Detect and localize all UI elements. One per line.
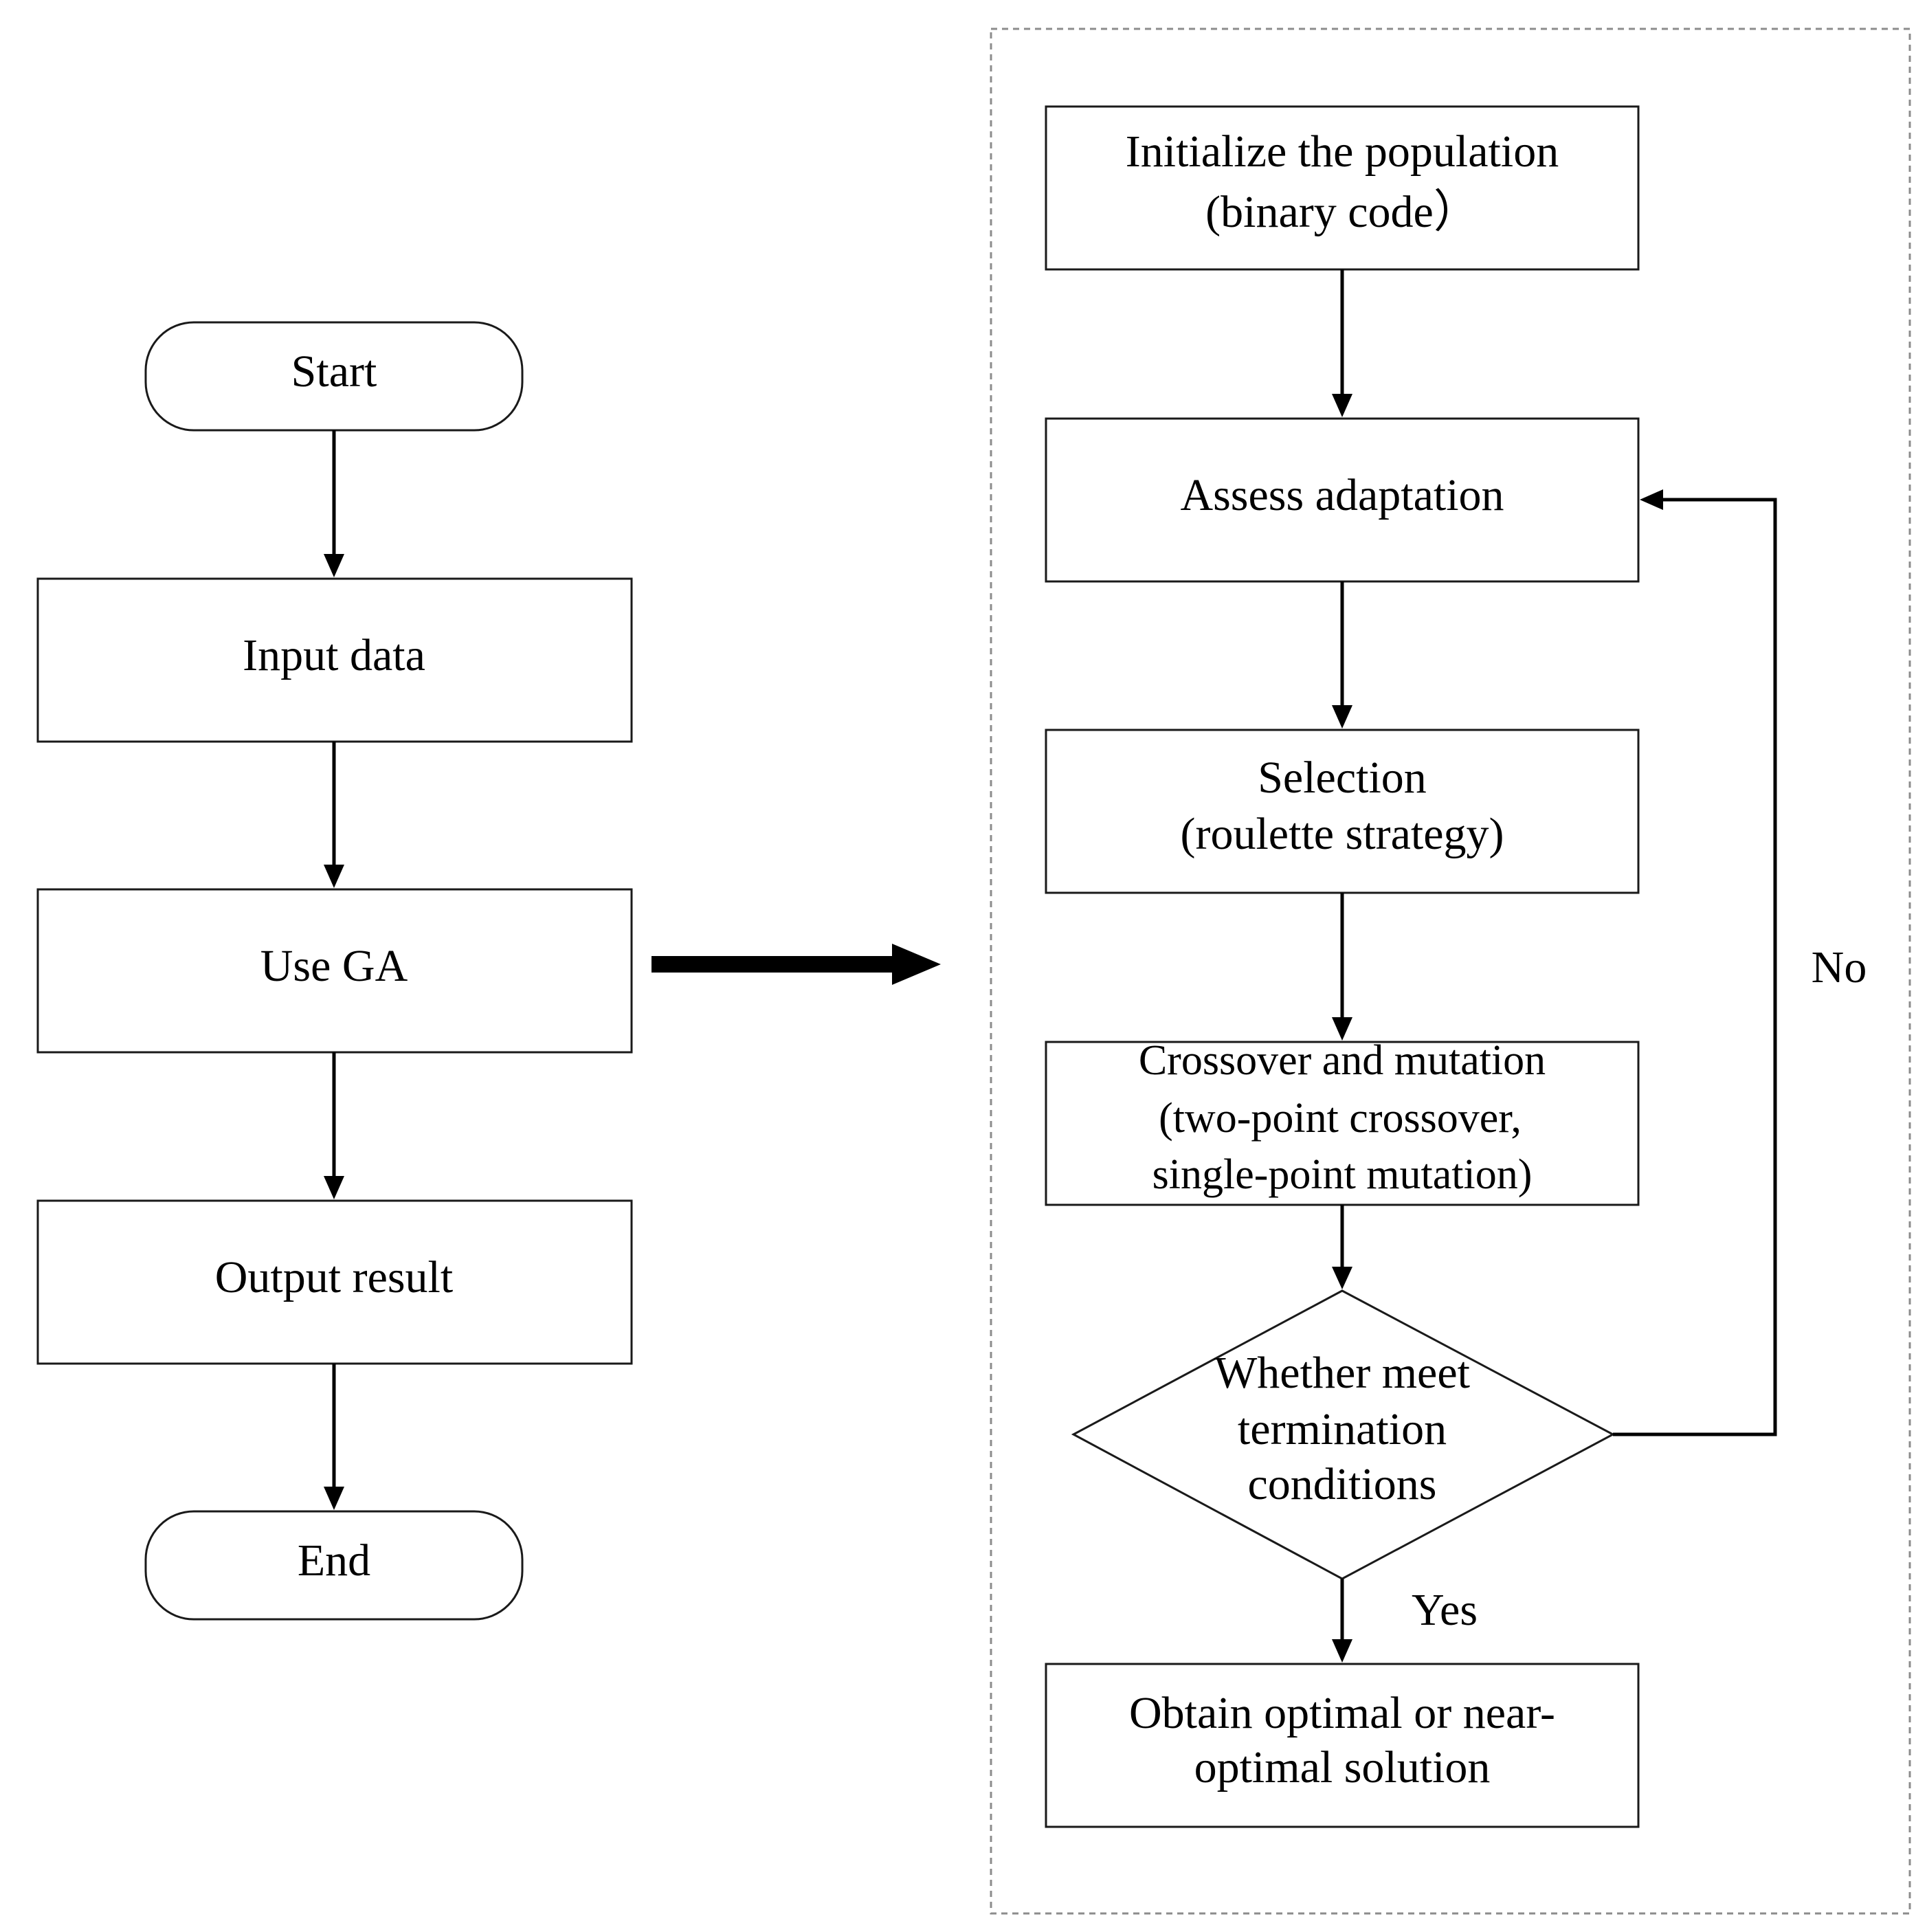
dashed-panel-border <box>990 27 1911 1915</box>
no-loop-connector <box>1613 498 1777 1436</box>
crossover-sublabel-2: single-point mutation) <box>1152 1151 1533 1198</box>
initialize-sublabel: (binary code） <box>1205 187 1479 237</box>
start-label: Start <box>291 346 377 397</box>
initialize-box <box>1045 105 1640 271</box>
decision-label-line2: termination <box>1238 1404 1447 1454</box>
output-result-label: Output result <box>215 1252 453 1302</box>
arrowhead <box>324 1487 344 1510</box>
arrowhead <box>324 554 344 577</box>
arrowhead <box>1332 1017 1352 1041</box>
result-label-line1: Obtain optimal or near- <box>1129 1688 1555 1738</box>
crossover-label: Crossover and mutation <box>1139 1037 1546 1084</box>
yes-label: Yes <box>1412 1585 1478 1635</box>
arrowhead <box>324 1176 344 1199</box>
end-label: End <box>298 1535 370 1586</box>
selection-label: Selection <box>1258 753 1427 803</box>
no-label: No <box>1812 942 1867 992</box>
decision-label-line3: conditions <box>1248 1459 1437 1509</box>
arrowhead <box>324 865 344 888</box>
arrowhead <box>1332 1639 1352 1663</box>
crossover-sublabel-1: (two-point crossover, <box>1159 1095 1522 1142</box>
assess-box <box>1045 417 1640 583</box>
initialize-label: Initialize the population <box>1126 126 1559 177</box>
assess-label: Assess adaptation <box>1180 470 1504 520</box>
result-box <box>1045 1663 1640 1828</box>
input-data-label: Input data <box>243 630 425 680</box>
arrowhead <box>1332 705 1352 729</box>
arrowhead <box>1332 1267 1352 1289</box>
selection-sublabel: (roulette strategy) <box>1181 809 1504 859</box>
output-result-box <box>36 1199 633 1365</box>
decision-label-line1: Whether meet <box>1214 1348 1470 1398</box>
ga-detail-panel: Initialize the population (binary code） … <box>990 27 1911 1915</box>
expand-arrow <box>651 944 941 985</box>
result-label-line2: optimal solution <box>1194 1742 1491 1792</box>
use-ga-label: Use GA <box>260 941 408 991</box>
expand-arrow-shaft <box>651 956 895 973</box>
end-terminator <box>144 1510 524 1621</box>
selection-box <box>1045 729 1640 894</box>
arrowhead <box>1332 394 1352 417</box>
expand-arrow-head <box>892 944 941 985</box>
input-data-box <box>36 577 633 743</box>
left-flow: Start Input data Use GA Output result En… <box>36 321 633 1621</box>
arrowhead <box>1640 489 1663 510</box>
